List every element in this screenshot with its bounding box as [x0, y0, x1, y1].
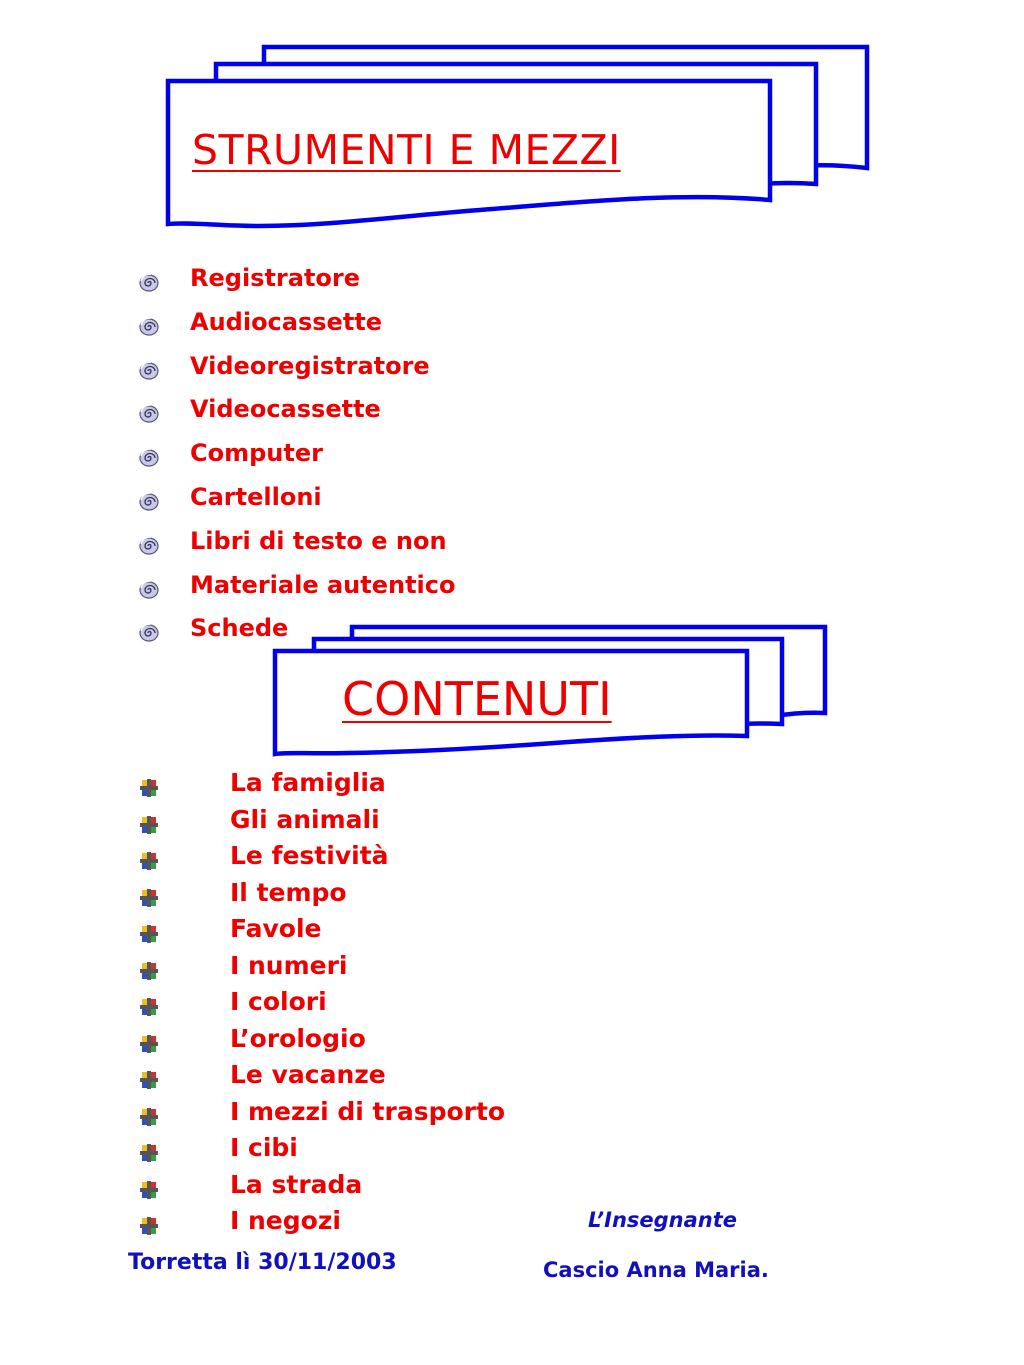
- list-item-label: Libri di testo e non: [190, 526, 447, 555]
- list-item: Registratore: [138, 260, 455, 304]
- list-item: Schede: [138, 610, 455, 654]
- signature-role: L’Insegnante: [588, 1208, 738, 1232]
- tools-title: STRUMENTI E MEZZI: [192, 126, 621, 174]
- cross-icon: [138, 919, 160, 943]
- list-item-label: Le festività: [230, 841, 389, 870]
- list-item: Videocassette: [138, 391, 455, 435]
- list-item: I colori: [138, 985, 505, 1022]
- list-item: I negozi: [138, 1204, 505, 1241]
- spiral-icon: [138, 617, 162, 642]
- tools-banner: STRUMENTI E MEZZI: [160, 40, 880, 240]
- list-item: Le festività: [138, 839, 505, 876]
- cross-icon: [138, 956, 160, 980]
- list-item-label: La famiglia: [230, 768, 386, 797]
- cross-icon: [138, 846, 160, 870]
- list-item: Libri di testo e non: [138, 523, 455, 567]
- cross-icon: [138, 1102, 160, 1126]
- list-item-label: Videoregistratore: [190, 351, 430, 380]
- list-item: I cibi: [138, 1131, 505, 1168]
- list-item-label: Cartelloni: [190, 482, 322, 511]
- list-item-label: Videocassette: [190, 395, 381, 424]
- list-item-label: I numeri: [230, 950, 348, 980]
- list-item: Videoregistratore: [138, 348, 455, 392]
- list-item-label: I colori: [230, 987, 327, 1016]
- cross-icon: [138, 883, 160, 907]
- list-item: La strada: [138, 1168, 505, 1205]
- list-item-label: I mezzi di trasporto: [230, 1096, 506, 1126]
- list-item: Audiocassette: [138, 304, 455, 348]
- list-item-label: Le vacanze: [230, 1060, 386, 1089]
- list-item: Materiale autentico: [138, 567, 455, 611]
- list-item-label: I cibi: [230, 1133, 298, 1162]
- cross-icon: [138, 773, 160, 797]
- list-item-label: Audiocassette: [190, 307, 383, 336]
- spiral-icon: [138, 267, 162, 292]
- spiral-icon: [138, 398, 162, 423]
- list-item: Gli animali: [138, 803, 505, 840]
- list-item: Cartelloni: [138, 479, 455, 523]
- signature-name: Cascio Anna Maria.: [543, 1258, 769, 1282]
- contents-banner: CONTENUTI: [268, 620, 838, 760]
- cross-icon: [138, 1138, 160, 1162]
- spiral-icon: [138, 574, 162, 599]
- list-item: Computer: [138, 435, 455, 479]
- list-item: I numeri: [138, 949, 505, 986]
- list-item: Le vacanze: [138, 1058, 505, 1095]
- list-item: L’orologio: [138, 1022, 505, 1059]
- cross-icon: [138, 1211, 160, 1235]
- contents-title: CONTENUTI: [342, 672, 612, 726]
- cross-icon: [138, 1065, 160, 1089]
- list-item-label: Schede: [190, 614, 289, 643]
- list-item-label: Materiale autentico: [190, 570, 456, 599]
- list-item: Il tempo: [138, 876, 505, 913]
- list-item-label: Favole: [230, 914, 322, 943]
- list-item-label: La strada: [230, 1169, 363, 1199]
- list-item: La famiglia: [138, 766, 505, 803]
- list-item-label: I negozi: [230, 1206, 341, 1235]
- cross-icon: [138, 810, 160, 834]
- cross-icon: [138, 992, 160, 1016]
- contents-banner-frame: [272, 624, 828, 757]
- list-item: I mezzi di trasporto: [138, 1095, 505, 1132]
- spiral-icon: [138, 486, 162, 511]
- tools-banner-frame: [165, 44, 870, 229]
- list-item-label: L’orologio: [230, 1023, 366, 1053]
- list-item-label: Registratore: [190, 264, 361, 292]
- spiral-icon: [138, 311, 162, 336]
- list-item: Favole: [138, 912, 505, 949]
- cross-icon: [138, 1029, 160, 1053]
- place-date: Torretta lì 30/11/2003: [128, 1250, 397, 1275]
- cross-icon: [138, 1175, 160, 1199]
- spiral-icon: [138, 530, 162, 555]
- spiral-icon: [138, 442, 162, 467]
- list-item-label: Gli animali: [230, 804, 380, 834]
- list-item-label: Computer: [190, 439, 323, 468]
- list-item-label: Il tempo: [230, 877, 347, 907]
- spiral-icon: [138, 355, 162, 380]
